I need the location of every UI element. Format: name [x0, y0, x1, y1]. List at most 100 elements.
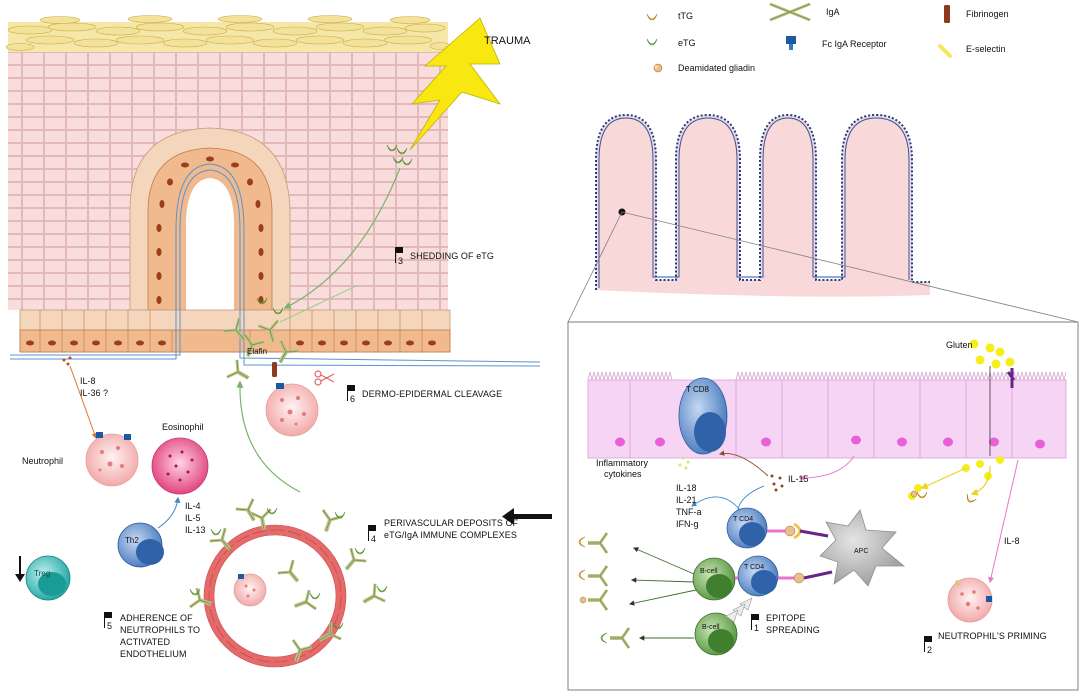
il5-label: IL-5: [185, 513, 201, 523]
fibrinogen-icon: [944, 5, 950, 23]
gluten-label: Gluten: [946, 340, 973, 350]
th2-label: Th2: [125, 536, 139, 545]
step3-text: SHEDDING OF eTG: [410, 251, 495, 261]
legend-iga-label: IgA: [826, 7, 840, 17]
eosinophil: [151, 437, 209, 495]
step6-text: DERMO-EPIDERMAL CLEAVAGE: [362, 389, 503, 399]
il4-label: IL-4: [185, 501, 201, 511]
etg-icon: [646, 38, 658, 46]
il8-dots: [62, 356, 72, 366]
step5-num: 5: [107, 621, 113, 631]
vessel-neutrophil: [233, 573, 267, 607]
apc-label: APC: [854, 548, 869, 555]
step5-line4: ENDOTHELIUM: [120, 649, 187, 659]
intestinal-epithelium: [587, 371, 1067, 459]
step1-line1: EPITOPE: [766, 613, 806, 623]
deposit-arrow: [236, 380, 301, 493]
cytokine-dots: [678, 456, 690, 470]
intestinal-villi: [595, 113, 930, 297]
neutrophil-left: [85, 432, 139, 487]
iga-icon: [769, 2, 811, 22]
bcell-lower-label: B-cell: [702, 624, 720, 631]
tcr-mhc-lower: [778, 570, 833, 584]
trauma-lightning-icon: [409, 17, 502, 151]
tcd4-lower-label: T CD4: [744, 564, 765, 571]
bcell-arrow-1: [633, 547, 695, 575]
step-flags: [104, 247, 932, 652]
th2-cell: [117, 522, 164, 568]
tcd4-upper-label: T CD4: [733, 516, 754, 523]
il8-label: IL-8: [80, 376, 96, 386]
legend-etg-label: eTG: [678, 38, 696, 48]
legend-e-selectin-label: E-selectin: [966, 44, 1006, 54]
step3-num: 3: [398, 256, 404, 266]
cytokines-label: cytokines: [604, 469, 642, 479]
legend-fc-iga-receptor-label: Fc IgA Receptor: [822, 39, 887, 49]
legend-ttg-label: tTG: [678, 11, 693, 21]
neutrophil-gut: [947, 577, 993, 623]
ifng-label: IFN-g: [676, 519, 699, 529]
gluten-to-ttg-arrow-2: [970, 465, 991, 496]
il15-label: IL-15: [788, 474, 809, 484]
step6-num: 6: [350, 394, 356, 404]
neutrophil-cleavage: [265, 383, 319, 437]
produced-antibodies: [578, 531, 631, 650]
il18-label: IL-18: [676, 483, 697, 493]
bcell-upper: [692, 557, 736, 601]
apc-cell: [819, 509, 906, 587]
il15-to-tcd8-arrow: [718, 450, 769, 477]
bcell-arrow-2: [630, 577, 695, 583]
step1-line2: SPREADING: [766, 625, 820, 635]
scissors-icon: [314, 370, 335, 386]
step1-num: 1: [754, 623, 760, 633]
e-selectin-icon: [938, 44, 952, 58]
bcell-arrow-3: [628, 589, 697, 606]
fc-iga-receptor-icon: [786, 36, 796, 50]
th2-to-eosinophil-arrow: [157, 496, 181, 529]
deamidated-gliadin-icon: [653, 63, 663, 73]
tcd4-to-cytokines-arrow: [691, 496, 741, 511]
etg-to-iga-line: [279, 285, 357, 323]
il15-dots: [770, 474, 784, 492]
eosinophil-label: Eosinophil: [162, 422, 204, 432]
il36-label: IL-36 ?: [80, 388, 109, 398]
step5-line1: ADHERENCE OF: [120, 613, 193, 623]
il8-arrow: [69, 365, 98, 440]
gluten-receptor-icon: [1006, 368, 1016, 388]
step4-line1: PERIVASCULAR DEPOSITS OF: [384, 518, 519, 528]
gluten-to-ttg-arrow: [920, 467, 967, 489]
tcd8-cell: [678, 377, 728, 455]
treg-down-arrow: [15, 556, 25, 582]
zoom-lines: [567, 211, 1079, 323]
tcr-mhc-upper: [767, 522, 829, 540]
tcd4-lower: [737, 555, 779, 597]
tcd8-label: T CD8: [686, 385, 709, 394]
tnfa-label: TNF-a: [676, 507, 702, 517]
treg-label: Treg: [34, 569, 51, 578]
il8-gut-arrow: [988, 459, 1019, 584]
epitope-spreading-chevrons: [725, 597, 753, 623]
step2-text: NEUTROPHIL'S PRIMING: [938, 631, 1047, 641]
ttg-gluten-complexes: [910, 490, 977, 505]
stratum-corneum: [5, 15, 451, 52]
neutrophil-label: Neutrophil: [22, 456, 64, 466]
elafin-label: Elafin: [247, 347, 268, 356]
legend-fibrinogen-label: Fibrinogen: [966, 9, 1009, 19]
legend-deamidated-gliadin-label: Deamidated gliadin: [678, 63, 756, 73]
step4-line2: eTG/IgA IMMUNE COMPLEXES: [384, 530, 517, 540]
treg-cell: [25, 555, 71, 601]
blood-vessel: [203, 524, 347, 668]
bcell-upper-label: B-cell: [700, 568, 718, 575]
link-arrow: [502, 508, 552, 525]
step2-num: 2: [927, 645, 933, 655]
step4-num: 4: [371, 534, 377, 544]
bcell-lower: [694, 612, 738, 656]
il13-label: IL-13: [185, 525, 206, 535]
epithelium-to-il15-arrow: [798, 455, 855, 481]
ttg-icon: [646, 13, 658, 21]
etg-shedding-arrow: [283, 167, 401, 309]
il8-gut-label: IL-8: [1004, 536, 1020, 546]
il21-label: IL-21: [676, 495, 697, 505]
tcd4-upper: [726, 507, 768, 549]
trauma-label: TRAUMA: [484, 35, 531, 47]
